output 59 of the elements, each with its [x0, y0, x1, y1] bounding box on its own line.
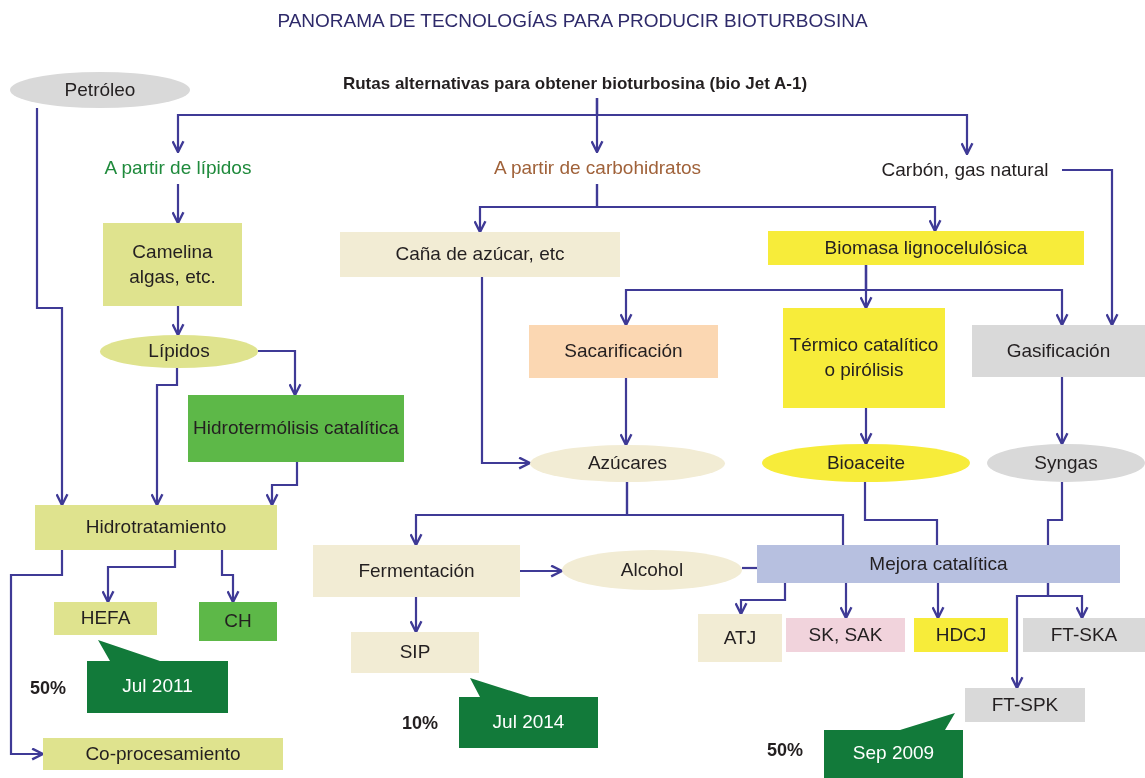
diagram-title: PANORAMA DE TECNOLOGÍAS PARA PRODUCIR BIOTURBOSINA — [276, 10, 869, 32]
callout-date: Jul 2011 — [122, 674, 193, 699]
process-box: Caña de azúcar, etc — [340, 232, 620, 277]
ellipse-node: Petróleo — [10, 72, 190, 108]
connector-arrow — [258, 349, 302, 397]
connector-arrow — [480, 277, 532, 470]
process-box: Fermentación — [313, 545, 520, 597]
connector-arrow — [101, 550, 177, 604]
connector-arrow — [35, 108, 69, 507]
percentage-label: 50% — [30, 678, 67, 699]
route-heading: Rutas alternativas para obtener bioturbosina (bio Jet A-1) — [280, 70, 870, 98]
connector-arrow — [520, 564, 564, 578]
connector-arrow — [1010, 583, 1050, 690]
route-heading: Carbón, gas natural — [868, 154, 1062, 186]
process-box: Térmico catalítico o pirólisis — [783, 308, 945, 408]
process-box: Mejora catalítica — [757, 545, 1120, 583]
ellipse-node: Alcohol — [562, 550, 742, 590]
connector-arrow — [150, 368, 179, 507]
connector-arrow — [1055, 377, 1069, 446]
connector-arrow — [171, 184, 185, 225]
connector-arrow — [595, 184, 942, 233]
process-box: Camelina algas, etc. — [103, 223, 242, 306]
process-box: HDCJ — [914, 618, 1008, 652]
process-box: Gasificación — [972, 325, 1145, 377]
connector-arrow — [265, 462, 299, 507]
process-box: Co-procesamiento — [43, 738, 283, 770]
process-box: Sacarificación — [529, 325, 718, 378]
process-box: Hidrotratamiento — [35, 505, 277, 550]
ellipse-node: Bioaceite — [762, 444, 970, 482]
connector-arrow — [9, 550, 64, 761]
process-box: SIP — [351, 632, 479, 673]
process-box: HEFA — [54, 602, 157, 635]
connector-arrow — [864, 265, 1069, 327]
connector-arrow — [734, 583, 787, 616]
route-heading: A partir de lípidos — [78, 152, 278, 184]
process-box: ATJ — [698, 614, 782, 662]
connector-arrow — [409, 597, 423, 634]
process-box: SK, SAK — [786, 618, 905, 652]
process-box: CH — [199, 602, 277, 641]
connector-arrow — [859, 408, 873, 446]
ellipse-node: Azúcares — [530, 445, 725, 482]
connector-arrow — [595, 98, 974, 156]
percentage-label: 10% — [402, 713, 439, 734]
connector-arrow — [171, 306, 185, 337]
route-heading: A partir de carbohidratos — [470, 152, 725, 184]
connector-arrow — [931, 583, 945, 620]
process-box: FT-SKA — [1023, 618, 1145, 652]
connector-arrow — [839, 583, 853, 620]
process-box: FT-SPK — [965, 688, 1085, 722]
ellipse-node: Lípidos — [100, 335, 258, 368]
process-box: Hidrotermólisis catalítica — [188, 395, 404, 462]
process-box: Biomasa lignocelulósica — [768, 231, 1084, 265]
connector-arrow — [619, 378, 633, 447]
percentage-label: 50% — [767, 740, 804, 761]
connector-arrow — [220, 550, 240, 604]
callout-date: Sep 2009 — [852, 741, 935, 766]
connector-arrow — [1062, 168, 1119, 327]
callout-date: Jul 2014 — [492, 709, 565, 734]
ellipse-node: Syngas — [987, 444, 1145, 482]
